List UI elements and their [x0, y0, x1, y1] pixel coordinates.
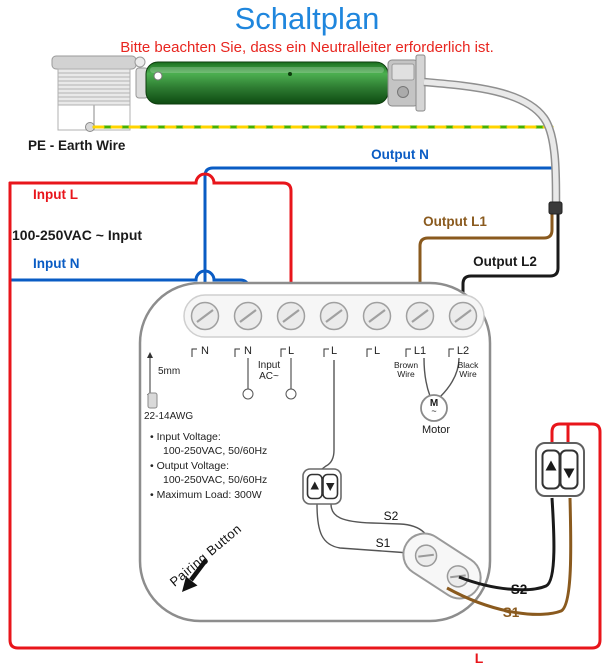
input-l-label: Input L	[33, 187, 78, 202]
wire-output-l1	[418, 210, 554, 304]
wire-live-loop	[8, 181, 602, 650]
spec-line: • Maximum Load: 300W	[150, 489, 262, 501]
output-l2-label: Output L2	[473, 254, 537, 269]
strip-length-label: 5mm	[158, 366, 181, 377]
spec-line: 100-250VAC, 50/60Hz	[163, 445, 268, 457]
motor-circle-icon	[420, 357, 460, 422]
terminal-screws	[190, 301, 478, 331]
wire-output-l2	[461, 212, 560, 304]
motor-label: Motor	[421, 424, 451, 436]
terminal-label-l1: L	[287, 345, 295, 357]
black-wire-label-line2: Wire	[459, 369, 477, 379]
arrow-up-icon	[545, 460, 557, 471]
s2-internal-label: S2	[383, 509, 399, 523]
pairing-arrow-icon	[182, 558, 208, 592]
wire-input-l	[8, 172, 293, 304]
spec-line: • Output Voltage:	[150, 460, 229, 472]
output-l1-label: Output L1	[423, 214, 487, 229]
terminal-label-n1: N	[201, 345, 209, 357]
wire-switch-l	[321, 360, 335, 470]
terminal-label-ticks	[191, 348, 454, 357]
roller-blind-icon	[51, 55, 146, 131]
output-n-label: Output N	[371, 147, 429, 162]
spec-line: • Input Voltage:	[150, 431, 221, 443]
rocker-switch-icon	[302, 468, 342, 505]
s2-external-label: S2	[510, 582, 528, 597]
brown-wire-label-line1: Brown	[393, 360, 419, 370]
external-rocker-switch-icon	[535, 442, 585, 497]
arrow-down-icon	[326, 483, 335, 491]
wire-runs	[8, 125, 602, 650]
vac-input-label: 100-250VAC ~ Input	[12, 227, 143, 243]
wire-s1-external	[446, 497, 573, 616]
tubular-motor-icon	[135, 54, 426, 112]
external-switch-group	[446, 442, 585, 616]
input-ac-label-line1: Input	[257, 360, 281, 371]
motor-cable	[423, 77, 563, 215]
terminal-label-out2: L2	[456, 345, 470, 357]
strip-gauge-icon	[147, 352, 158, 409]
input-ac-label-line2: AC~	[259, 371, 279, 382]
terminal-label-n2: N	[244, 345, 252, 357]
motor-wave: ~	[431, 406, 437, 416]
input-n-label: Input N	[33, 256, 80, 271]
black-wire-label-line1: Black	[457, 360, 479, 370]
input-ac-connector	[242, 358, 297, 400]
spec-line: 100-250VAC, 50/60Hz	[163, 474, 268, 486]
s-terminal-connector	[402, 532, 482, 600]
wire-output-n	[203, 166, 554, 304]
live-l-label: L	[474, 650, 484, 666]
arrow-up-icon	[310, 481, 319, 490]
s1-internal-label: S1	[375, 536, 391, 550]
module-body	[138, 281, 492, 623]
terminal-label-l2: L	[330, 345, 338, 357]
wire-gauge-label: 22-14AWG	[144, 411, 194, 422]
terminal-label-l3: L	[373, 345, 381, 357]
wire-s2-external	[458, 497, 556, 592]
brown-wire-label-line2: Wire	[397, 369, 415, 379]
pe-earth-label: PE - Earth Wire	[28, 138, 126, 153]
terminal-label-out1: L1	[413, 345, 427, 357]
s1-external-label: S1	[502, 605, 520, 620]
warning-subtitle: Bitte beachten Sie, dass ein Neutralleit…	[120, 39, 494, 56]
motor-symbol: M	[429, 398, 439, 409]
page-title: Schaltplan	[234, 1, 380, 36]
arrow-down-icon	[563, 468, 575, 479]
